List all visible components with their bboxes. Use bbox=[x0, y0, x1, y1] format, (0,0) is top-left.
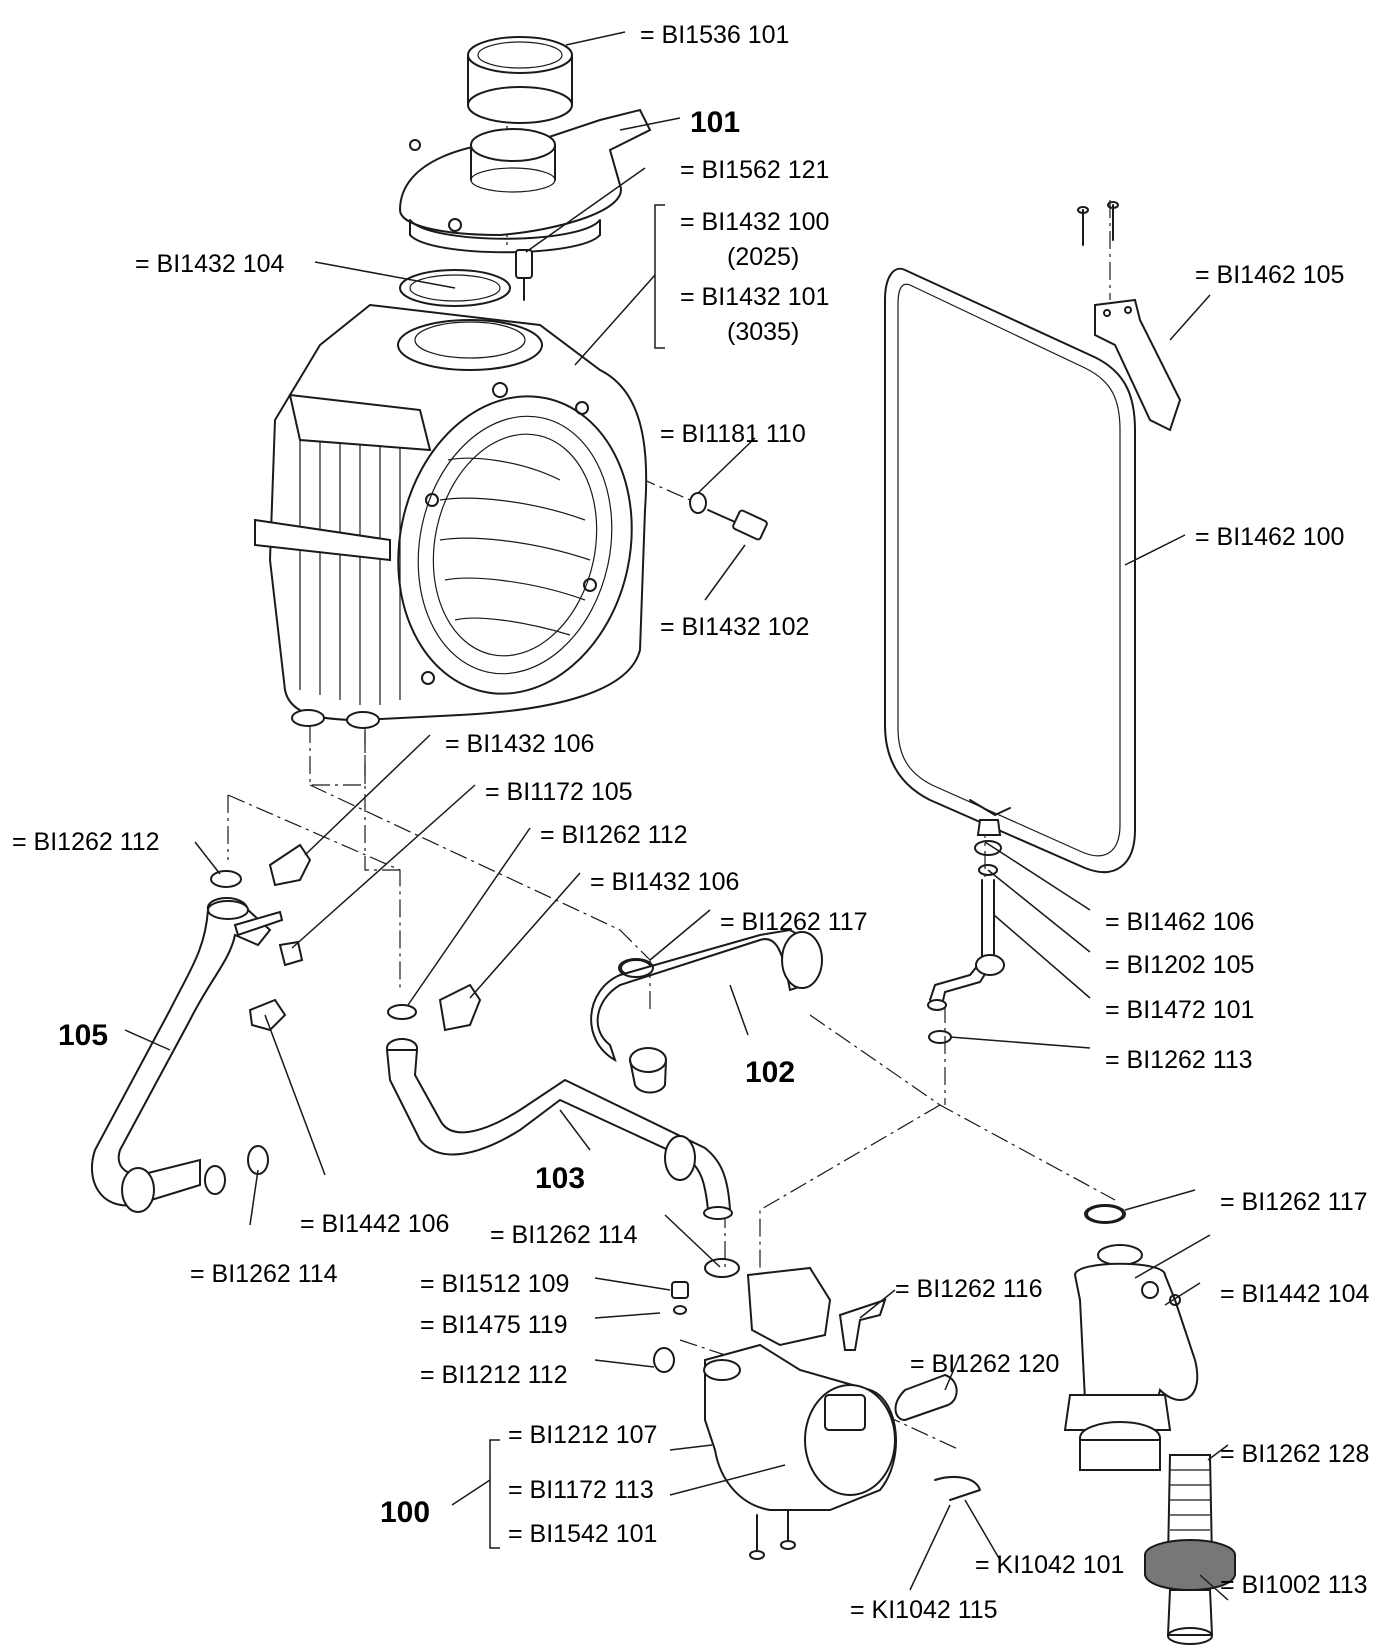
pipe-102 bbox=[590, 928, 823, 1094]
pump-clips bbox=[838, 1298, 981, 1501]
label-bi1442-104: = BI1442 104 bbox=[1220, 1280, 1370, 1308]
label-bi1262-117-b: = BI1262 117 bbox=[1220, 1188, 1368, 1216]
expansion-vessel bbox=[884, 267, 1136, 874]
label-bi1262-120: = BI1262 120 bbox=[910, 1350, 1059, 1378]
label-bi1536-101: = BI1536 101 bbox=[640, 21, 789, 49]
fan-assembly bbox=[398, 108, 652, 254]
label-bi1462-100: = BI1462 100 bbox=[1195, 523, 1344, 551]
label-bi1442-106: = BI1442 106 bbox=[300, 1210, 449, 1238]
label-bi1262-112-a: = BI1262 112 bbox=[12, 828, 160, 856]
label-bi1542-101: = BI1542 101 bbox=[508, 1520, 657, 1548]
label-bi1462-105: = BI1462 105 bbox=[1195, 261, 1344, 289]
pipe-105 bbox=[90, 870, 284, 1213]
label-bi1472-101: = BI1472 101 bbox=[1105, 996, 1254, 1024]
vessel-bracket bbox=[1077, 201, 1182, 432]
pump bbox=[653, 1258, 897, 1560]
label-bi1262-113: = BI1262 113 bbox=[1105, 1046, 1253, 1074]
drain-assembly bbox=[1144, 1454, 1236, 1645]
part-labels: = BI1536 101 = BI1562 121 = BI1432 100 (… bbox=[12, 21, 1370, 1624]
flue-ring bbox=[467, 36, 573, 124]
label-variant-2025: (2025) bbox=[727, 243, 799, 271]
temp-sensor-group bbox=[689, 492, 768, 541]
air-separator bbox=[1063, 1205, 1199, 1471]
vessel-fittings bbox=[927, 819, 1005, 1044]
clips bbox=[248, 843, 482, 1032]
flue-sensor bbox=[515, 249, 533, 301]
label-bi1212-112: = BI1212 112 bbox=[420, 1361, 568, 1389]
label-bi1432-104: = BI1432 104 bbox=[135, 250, 285, 278]
label-bi1432-100: = BI1432 100 bbox=[680, 208, 829, 236]
group-100: 100 bbox=[380, 1496, 430, 1529]
pipe-103 bbox=[385, 1004, 733, 1220]
assembly-axes bbox=[227, 95, 1116, 1451]
label-ki1042-115: = KI1042 115 bbox=[850, 1596, 998, 1624]
label-bi1432-106-b: = BI1432 106 bbox=[590, 868, 739, 896]
group-105: 105 bbox=[58, 1019, 108, 1052]
label-bi1262-112-b: = BI1262 112 bbox=[540, 821, 688, 849]
label-bi1562-121: = BI1562 121 bbox=[680, 156, 829, 184]
label-bi1432-102: = BI1432 102 bbox=[660, 613, 809, 641]
label-bi1262-116: = BI1262 116 bbox=[895, 1275, 1043, 1303]
label-bi1432-106-a: = BI1432 106 bbox=[445, 730, 594, 758]
label-bi1262-117-a: = BI1262 117 bbox=[720, 908, 868, 936]
label-variant-3035: (3035) bbox=[727, 318, 799, 346]
group-101: 101 bbox=[690, 106, 740, 139]
label-bi1262-114-b: = BI1262 114 bbox=[190, 1260, 338, 1288]
heat-exchanger bbox=[254, 269, 648, 729]
group-102: 102 bbox=[745, 1056, 795, 1089]
label-bi1212-107: = BI1212 107 bbox=[508, 1421, 657, 1449]
label-bi1181-110: = BI1181 110 bbox=[660, 420, 806, 448]
label-bi1512-109: = BI1512 109 bbox=[420, 1270, 569, 1298]
label-bi1432-101: = BI1432 101 bbox=[680, 283, 829, 311]
leader-lines bbox=[124, 31, 1229, 1601]
label-bi1462-106: = BI1462 106 bbox=[1105, 908, 1254, 936]
group-numbers: 101 105 102 103 100 bbox=[58, 106, 795, 1529]
label-bi1172-113: = BI1172 113 bbox=[508, 1476, 654, 1504]
spring-clips bbox=[618, 958, 1126, 1224]
label-bi1202-105: = BI1202 105 bbox=[1105, 951, 1254, 979]
label-ki1042-101: = KI1042 101 bbox=[975, 1551, 1124, 1579]
group-103: 103 bbox=[535, 1162, 585, 1195]
label-bi1262-114-a: = BI1262 114 bbox=[490, 1221, 638, 1249]
label-bi1002-113: = BI1002 113 bbox=[1220, 1571, 1368, 1599]
label-bi1172-105: = BI1172 105 bbox=[485, 778, 633, 806]
label-bi1475-119: = BI1475 119 bbox=[420, 1311, 568, 1339]
label-bi1262-128: = BI1262 128 bbox=[1220, 1440, 1369, 1468]
